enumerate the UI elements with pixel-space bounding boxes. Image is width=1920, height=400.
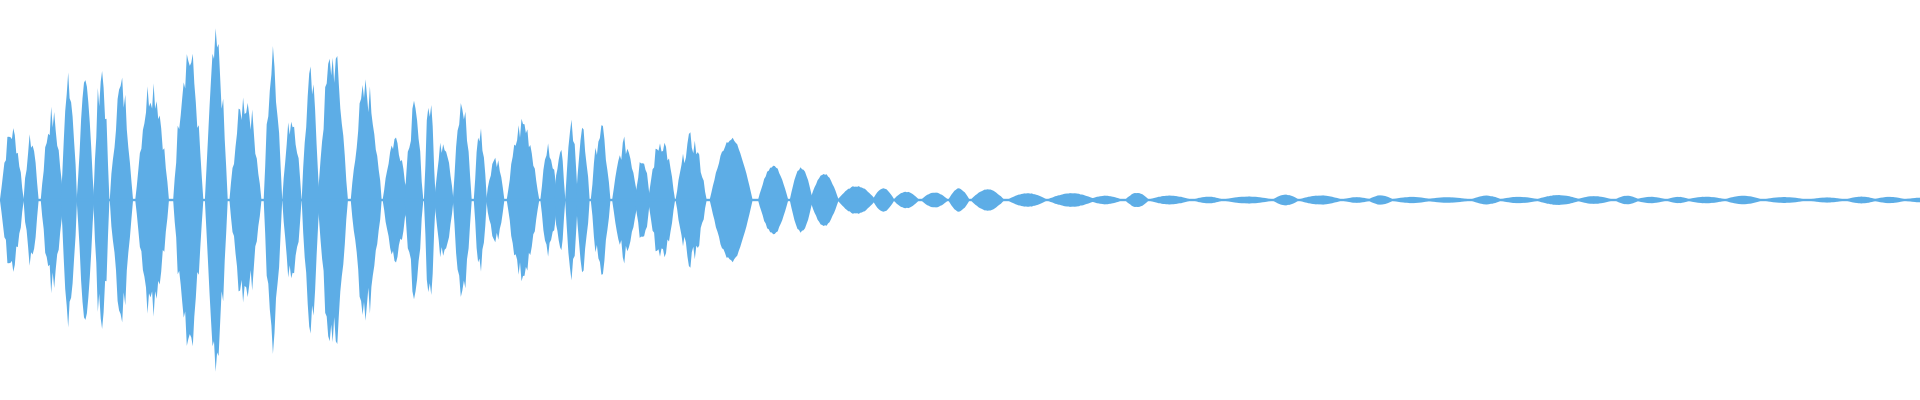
waveform-baseline xyxy=(0,198,1920,202)
waveform-bursts xyxy=(0,28,1920,372)
